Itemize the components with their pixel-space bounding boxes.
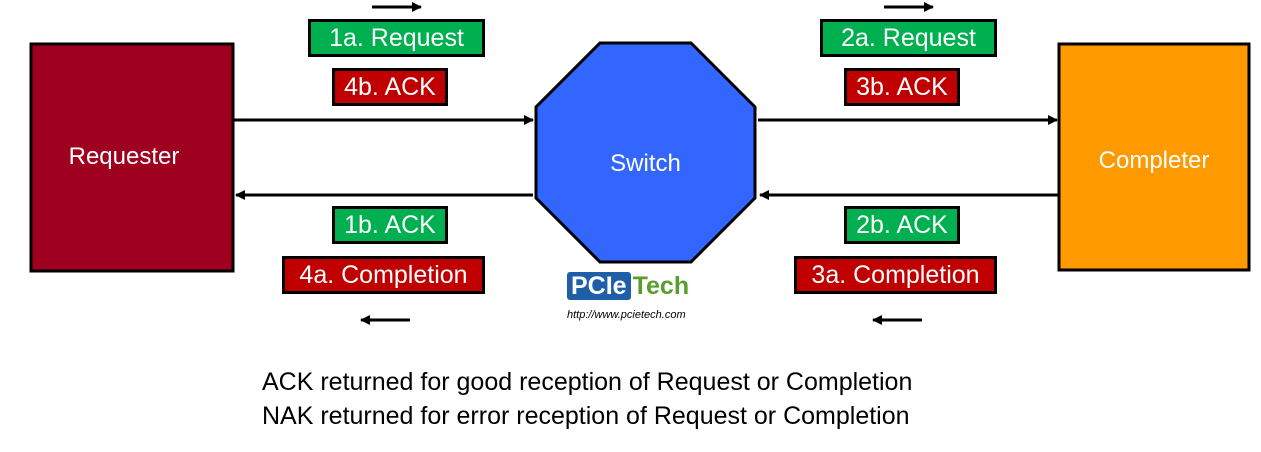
requester-box [29,42,235,273]
switch-label: Switch [610,150,681,177]
tag-4a-completion: 4a. Completion [282,256,485,294]
switch-octagon [534,41,757,264]
logo-url: http://www.pcietech.com [567,309,686,321]
completer-label: Completer [1098,147,1210,174]
tag-2b-ack: 2b. ACK [844,206,960,244]
completer-box [1057,42,1251,272]
tag-2a-request: 2a. Request [820,19,997,57]
logo-part-tech: Tech [632,272,690,300]
tag-3b-ack: 3b. ACK [844,68,960,106]
tag-1b-ack: 1b. ACK [332,206,448,244]
note-nak: NAK returned for error reception of Requ… [262,402,910,430]
tag-1a-request: 1a. Request [308,19,485,57]
note-ack: ACK returned for good reception of Reque… [262,368,913,396]
logo-part-pcie: PCIe [567,272,631,300]
tag-3a-completion: 3a. Completion [794,256,997,294]
tag-4b-ack: 4b. ACK [332,68,448,106]
requester-label: Requester [68,143,180,170]
